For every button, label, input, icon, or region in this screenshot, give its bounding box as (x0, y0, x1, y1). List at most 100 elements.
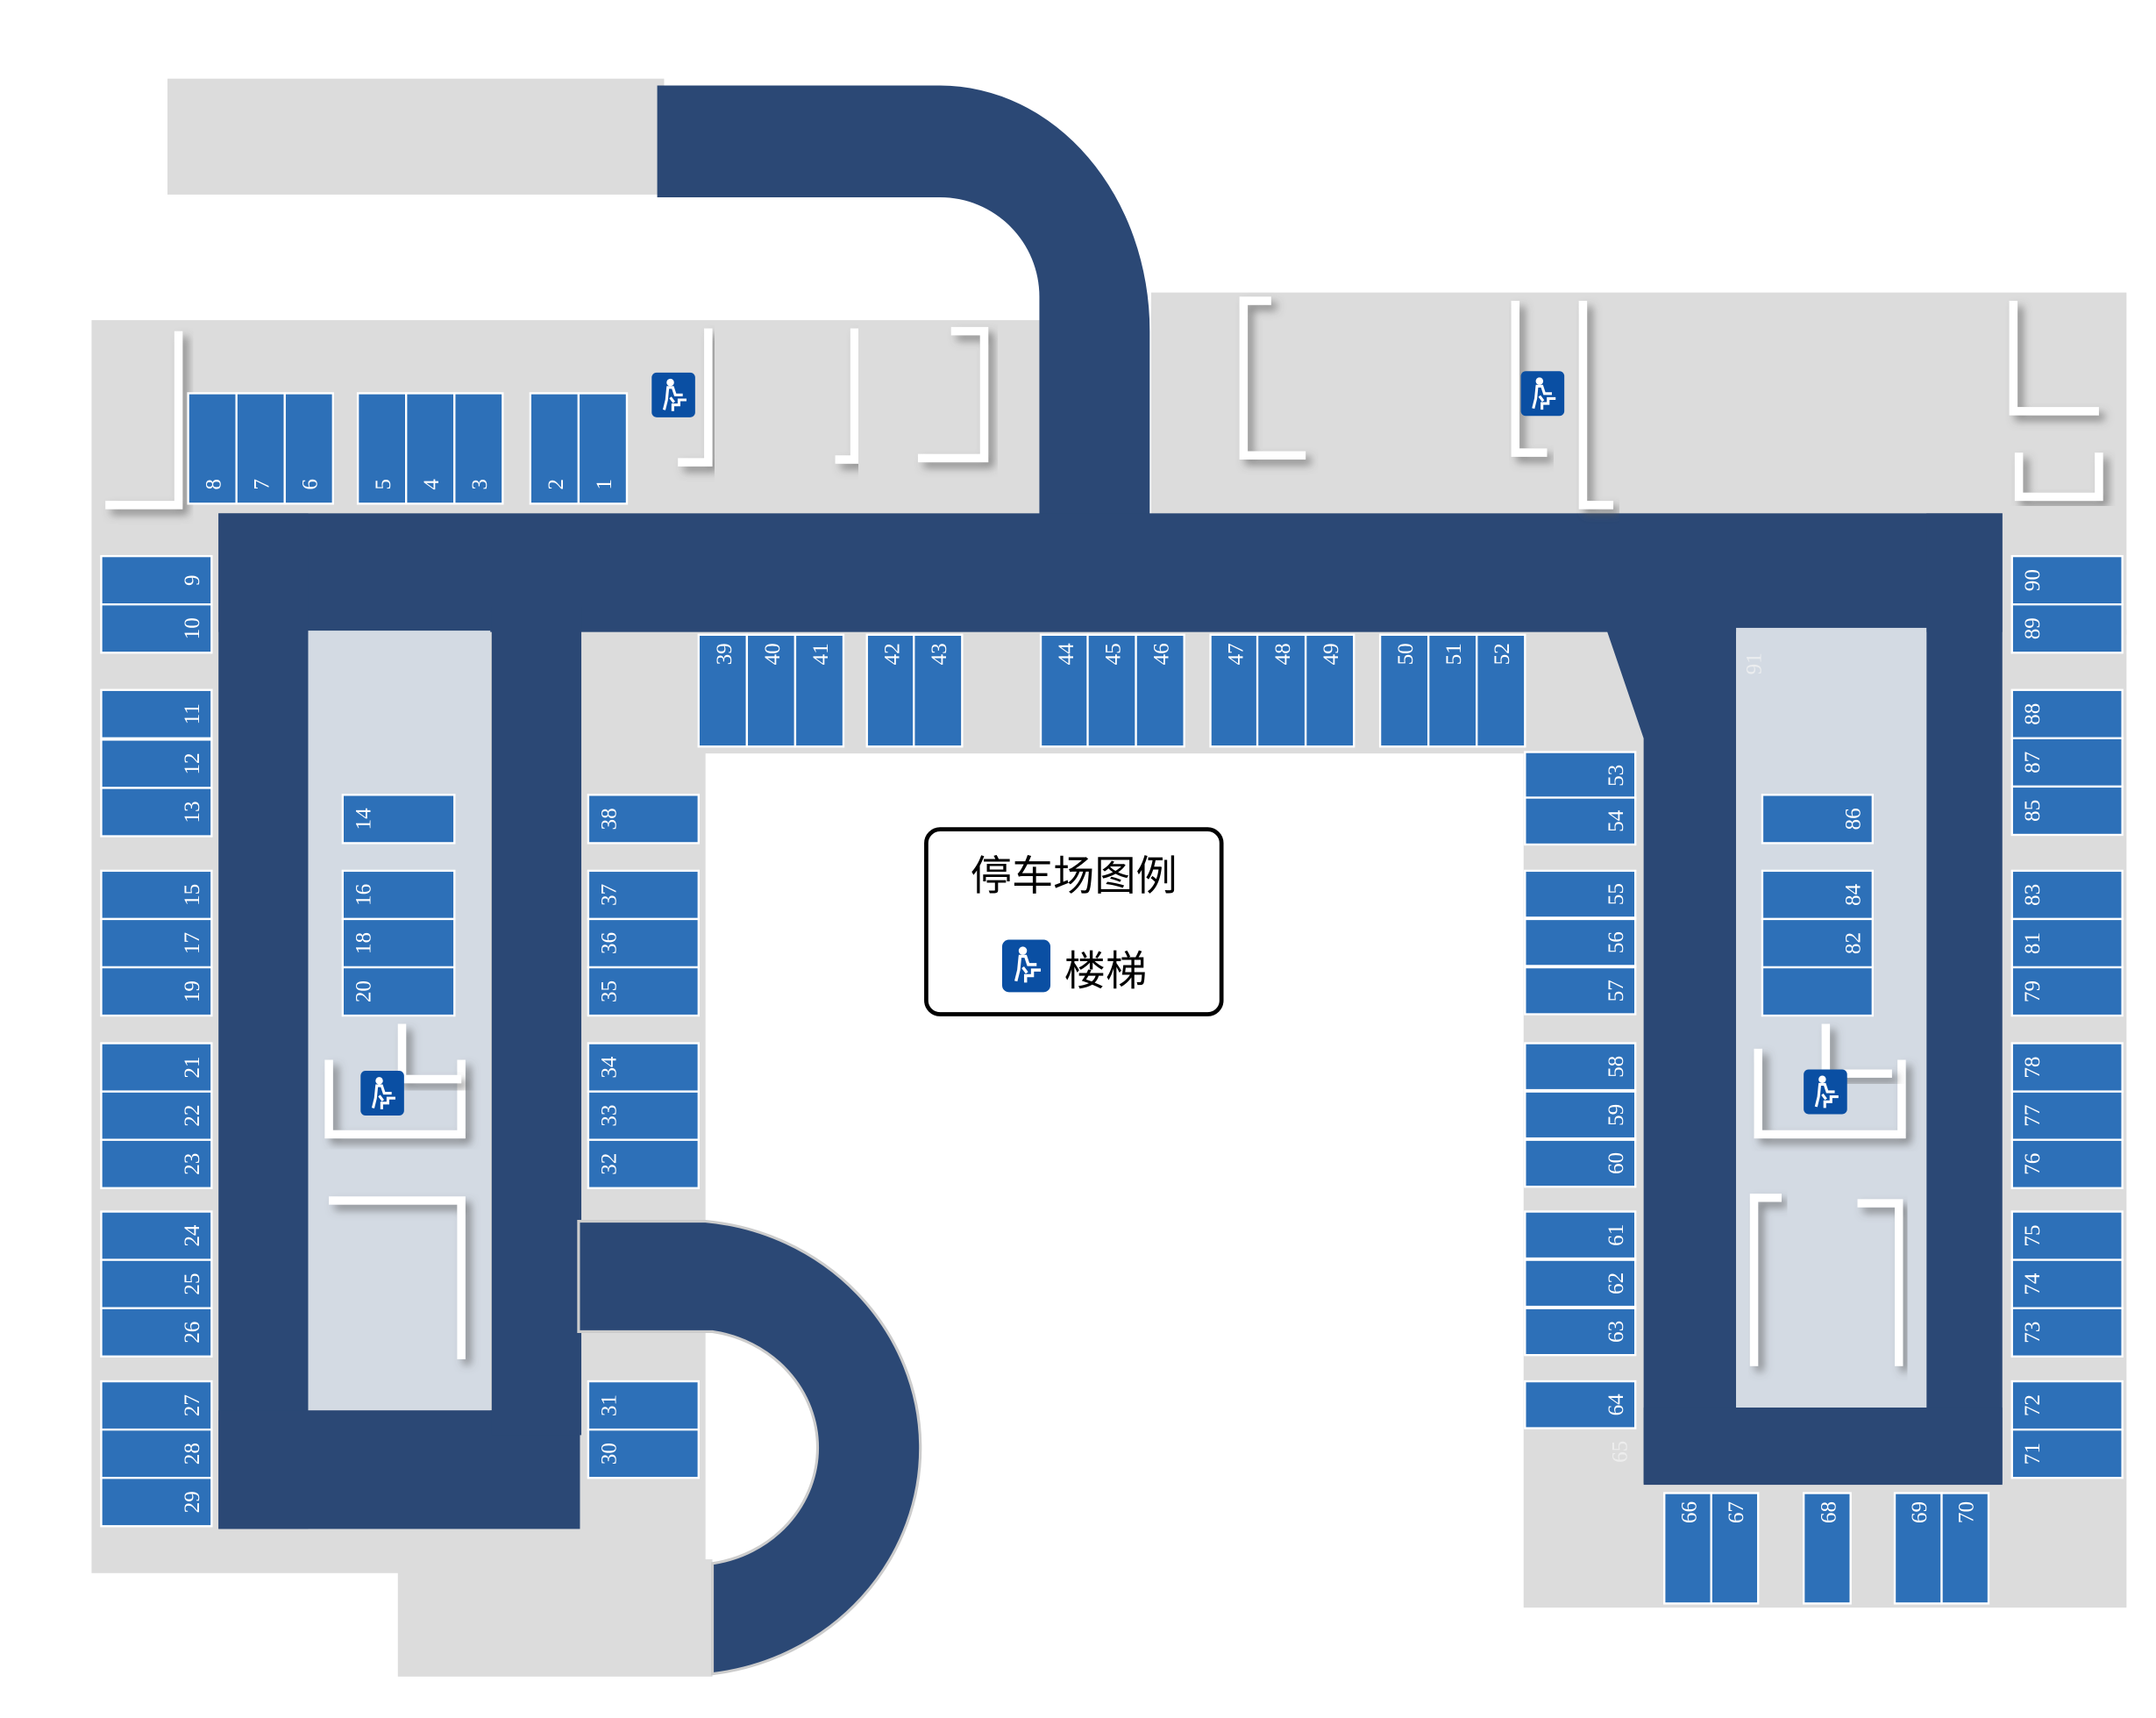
parking-spot-number: 84 (1842, 883, 1866, 906)
parking-spot[interactable] (2010, 1090, 2124, 1141)
parking-spot[interactable] (1524, 1258, 1637, 1308)
parking-spot[interactable] (2010, 688, 2124, 739)
parking-spot[interactable] (1940, 1492, 1990, 1605)
parking-spot[interactable] (529, 392, 580, 505)
parking-spot[interactable] (100, 966, 213, 1017)
parking-spot-number: 34 (597, 1056, 621, 1079)
parking-spot[interactable] (587, 917, 700, 969)
parking-spot[interactable] (587, 966, 700, 1017)
parking-spot[interactable] (587, 1138, 700, 1189)
parking-spot-number: 72 (2021, 1394, 2045, 1416)
parking-spot[interactable] (587, 1428, 700, 1479)
parking-spot[interactable] (1802, 1492, 1852, 1605)
parking-spot[interactable] (100, 787, 213, 838)
parking-spot[interactable] (100, 917, 213, 969)
parking-spot[interactable] (2010, 785, 2124, 837)
parking-spot[interactable] (2010, 1138, 2124, 1189)
parking-spot-number: 7 (251, 479, 274, 490)
parking-spot-number: 47 (1225, 643, 1249, 665)
parking-spot[interactable] (1761, 917, 1875, 969)
parking-spot[interactable] (100, 738, 213, 789)
parking-spot-number: 82 (1842, 932, 1866, 954)
parking-spot[interactable] (697, 633, 749, 748)
parking-spot[interactable] (2010, 554, 2124, 606)
parking-spot[interactable] (100, 1428, 213, 1479)
parking-spot-number: 31 (597, 1394, 621, 1416)
parking-spot-number: 63 (1605, 1321, 1628, 1343)
parking-spot[interactable] (1039, 633, 1091, 748)
parking-spot[interactable] (1524, 1210, 1637, 1260)
parking-spot[interactable] (793, 633, 845, 748)
parking-spot[interactable] (1135, 633, 1185, 748)
parking-spot[interactable] (2010, 1428, 2124, 1479)
parking-spot[interactable] (100, 603, 213, 654)
parking-spot[interactable] (1524, 966, 1637, 1016)
parking-spot[interactable] (1524, 1090, 1637, 1140)
parking-spot[interactable] (341, 917, 456, 969)
parking-spot[interactable] (2010, 1258, 2124, 1309)
parking-spot[interactable] (2010, 1307, 2124, 1358)
parking-spot[interactable] (2010, 917, 2124, 969)
parking-spot[interactable] (356, 392, 408, 505)
parking-spot[interactable] (1524, 1307, 1637, 1357)
parking-spot[interactable] (1086, 633, 1137, 748)
parking-spot[interactable] (100, 869, 213, 921)
parking-spot[interactable] (100, 1042, 213, 1093)
parking-spot-number: 8 (203, 479, 226, 490)
parking-spot[interactable] (1761, 966, 1875, 1017)
parking-spot[interactable] (100, 1258, 213, 1309)
parking-spot[interactable] (2010, 1379, 2124, 1431)
parking-spot[interactable] (587, 1379, 700, 1431)
parking-spot[interactable] (1524, 796, 1637, 846)
parking-spot[interactable] (1524, 917, 1637, 967)
parking-spot[interactable] (341, 869, 456, 921)
parking-spot[interactable] (100, 1307, 213, 1358)
parking-spot-number: 45 (1101, 643, 1125, 665)
parking-spot[interactable] (100, 1477, 213, 1528)
parking-spot[interactable] (913, 633, 964, 748)
parking-spot[interactable] (2010, 737, 2124, 788)
parking-spot[interactable] (577, 392, 629, 505)
parking-spot[interactable] (1663, 1492, 1712, 1605)
parking-spot[interactable] (187, 392, 238, 505)
parking-spot-number: 27 (181, 1394, 204, 1416)
parking-spot[interactable] (1476, 633, 1526, 748)
parking-spot[interactable] (1524, 869, 1637, 919)
parking-spot[interactable] (1761, 794, 1875, 845)
parking-spot[interactable] (100, 1379, 213, 1431)
parking-spot[interactable] (453, 392, 504, 505)
stairs-icon (360, 1071, 404, 1116)
parking-spot[interactable] (587, 869, 700, 921)
parking-spot[interactable] (1427, 633, 1478, 748)
parking-spot[interactable] (1710, 1492, 1760, 1605)
parking-spot[interactable] (2010, 1042, 2124, 1093)
parking-spot[interactable] (2010, 1210, 2124, 1261)
parking-spot[interactable] (2010, 603, 2124, 654)
parking-spot[interactable] (341, 966, 456, 1017)
parking-spot-number: 3 (468, 479, 492, 490)
parking-spot[interactable] (1256, 633, 1307, 748)
parking-spot[interactable] (341, 794, 456, 845)
parking-spot[interactable] (1378, 633, 1430, 748)
parking-spot[interactable] (100, 1210, 213, 1261)
parking-spot-number: 60 (1605, 1152, 1628, 1174)
parking-spot[interactable] (1893, 1492, 1943, 1605)
parking-spot[interactable] (235, 392, 286, 505)
parking-spot[interactable] (587, 794, 700, 845)
parking-spot[interactable] (100, 688, 213, 739)
parking-spot-number: 46 (1150, 643, 1174, 665)
parking-spot[interactable] (2010, 966, 2124, 1017)
parking-spot[interactable] (1209, 633, 1260, 748)
parking-spot[interactable] (2010, 869, 2124, 921)
parking-spot[interactable] (100, 1090, 213, 1141)
parking-spot[interactable] (100, 1138, 213, 1189)
parking-spot[interactable] (1524, 1042, 1637, 1092)
parking-spot[interactable] (283, 392, 334, 505)
parking-spot-number: 24 (181, 1224, 204, 1247)
parking-spot-number: 32 (597, 1153, 621, 1175)
parking-spot[interactable] (405, 392, 456, 505)
parking-spot[interactable] (1304, 633, 1356, 748)
parking-spot[interactable] (1524, 1379, 1637, 1429)
parking-spot[interactable] (1524, 1138, 1637, 1188)
